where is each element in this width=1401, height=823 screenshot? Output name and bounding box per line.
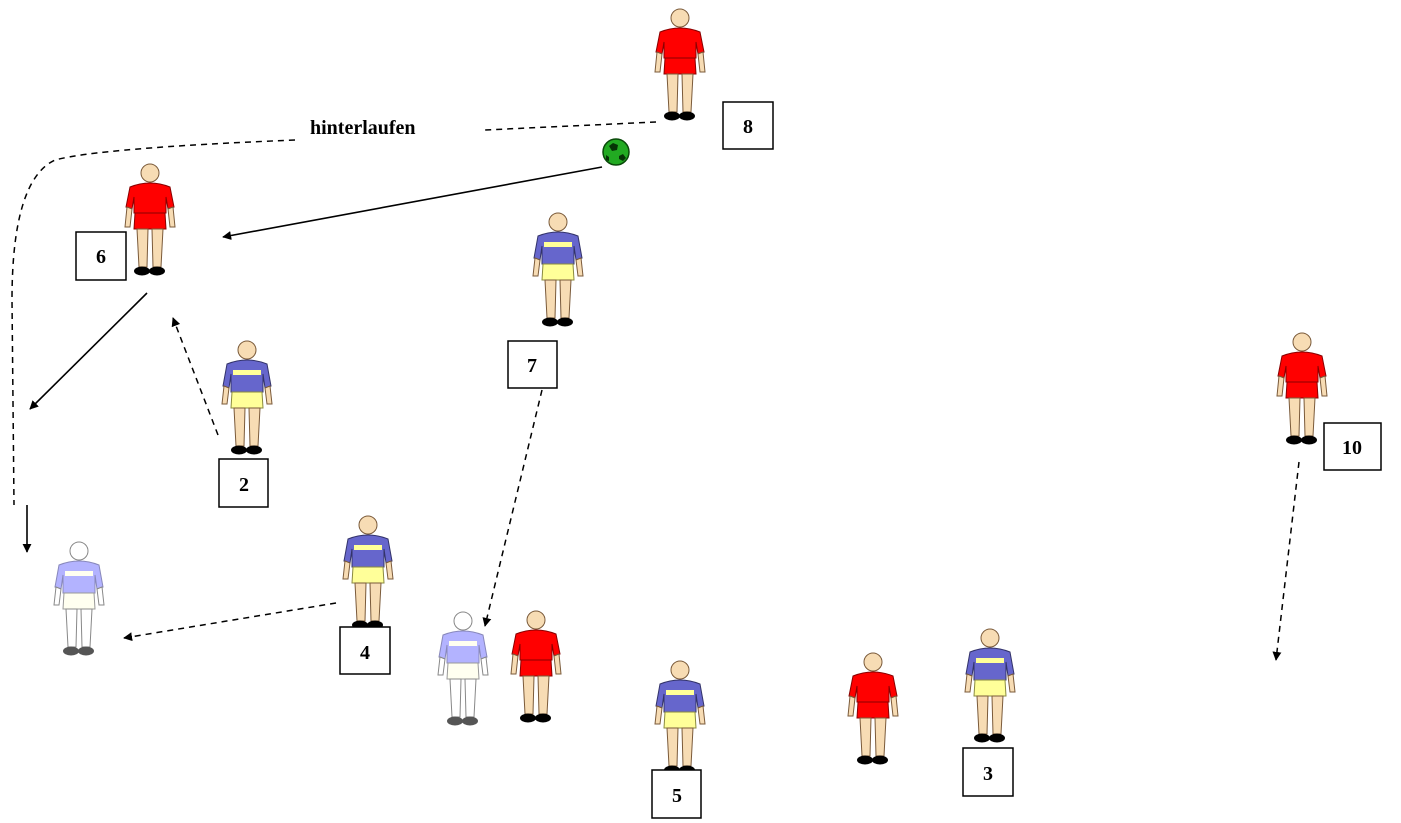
- svg-text:2: 2: [239, 474, 249, 496]
- run-arrow-7: [482, 389, 543, 627]
- blue-player-2: [221, 340, 273, 455]
- number-box-2: 2: [218, 458, 269, 508]
- pass-arrow-ball-to-6: [222, 166, 603, 240]
- annotation-hinterlaufen: hinterlaufen: [310, 117, 416, 139]
- number-box-3: 3: [962, 747, 1014, 797]
- number-box-5: 5: [651, 769, 702, 819]
- pass-arrow-6-to-left: [29, 292, 148, 410]
- svg-text:5: 5: [672, 785, 682, 807]
- ghost-player-left: [53, 541, 105, 656]
- red-player-6: [124, 163, 176, 276]
- red-player-bottom: [847, 652, 899, 765]
- number-box-8: 8: [722, 101, 774, 150]
- svg-text:6: 6: [96, 246, 106, 268]
- number-box-6: 6: [75, 231, 127, 281]
- red-player-10: [1276, 332, 1328, 445]
- blue-player-3: [964, 628, 1016, 743]
- ghost-player-center: [437, 611, 489, 726]
- blue-player-4: [342, 515, 394, 630]
- ball-icon: [602, 138, 630, 166]
- blue-player-top: [532, 212, 584, 327]
- red-player-center: [510, 610, 562, 723]
- svg-text:4: 4: [360, 642, 370, 664]
- svg-text:10: 10: [1342, 437, 1362, 459]
- svg-text:3: 3: [983, 763, 993, 785]
- number-box-7: 7: [507, 340, 558, 389]
- svg-text:7: 7: [527, 355, 537, 377]
- run-arrow-10: [1272, 461, 1300, 661]
- number-box-4: 4: [339, 626, 391, 675]
- blue-player-5: [654, 660, 706, 775]
- svg-text:8: 8: [743, 116, 753, 138]
- run-arrow-4: [123, 602, 337, 642]
- number-box-10: 10: [1323, 422, 1382, 471]
- run-arrow-2: [171, 317, 219, 436]
- red-player-8: [654, 8, 706, 121]
- run-path-hinterlaufen: [11, 121, 657, 506]
